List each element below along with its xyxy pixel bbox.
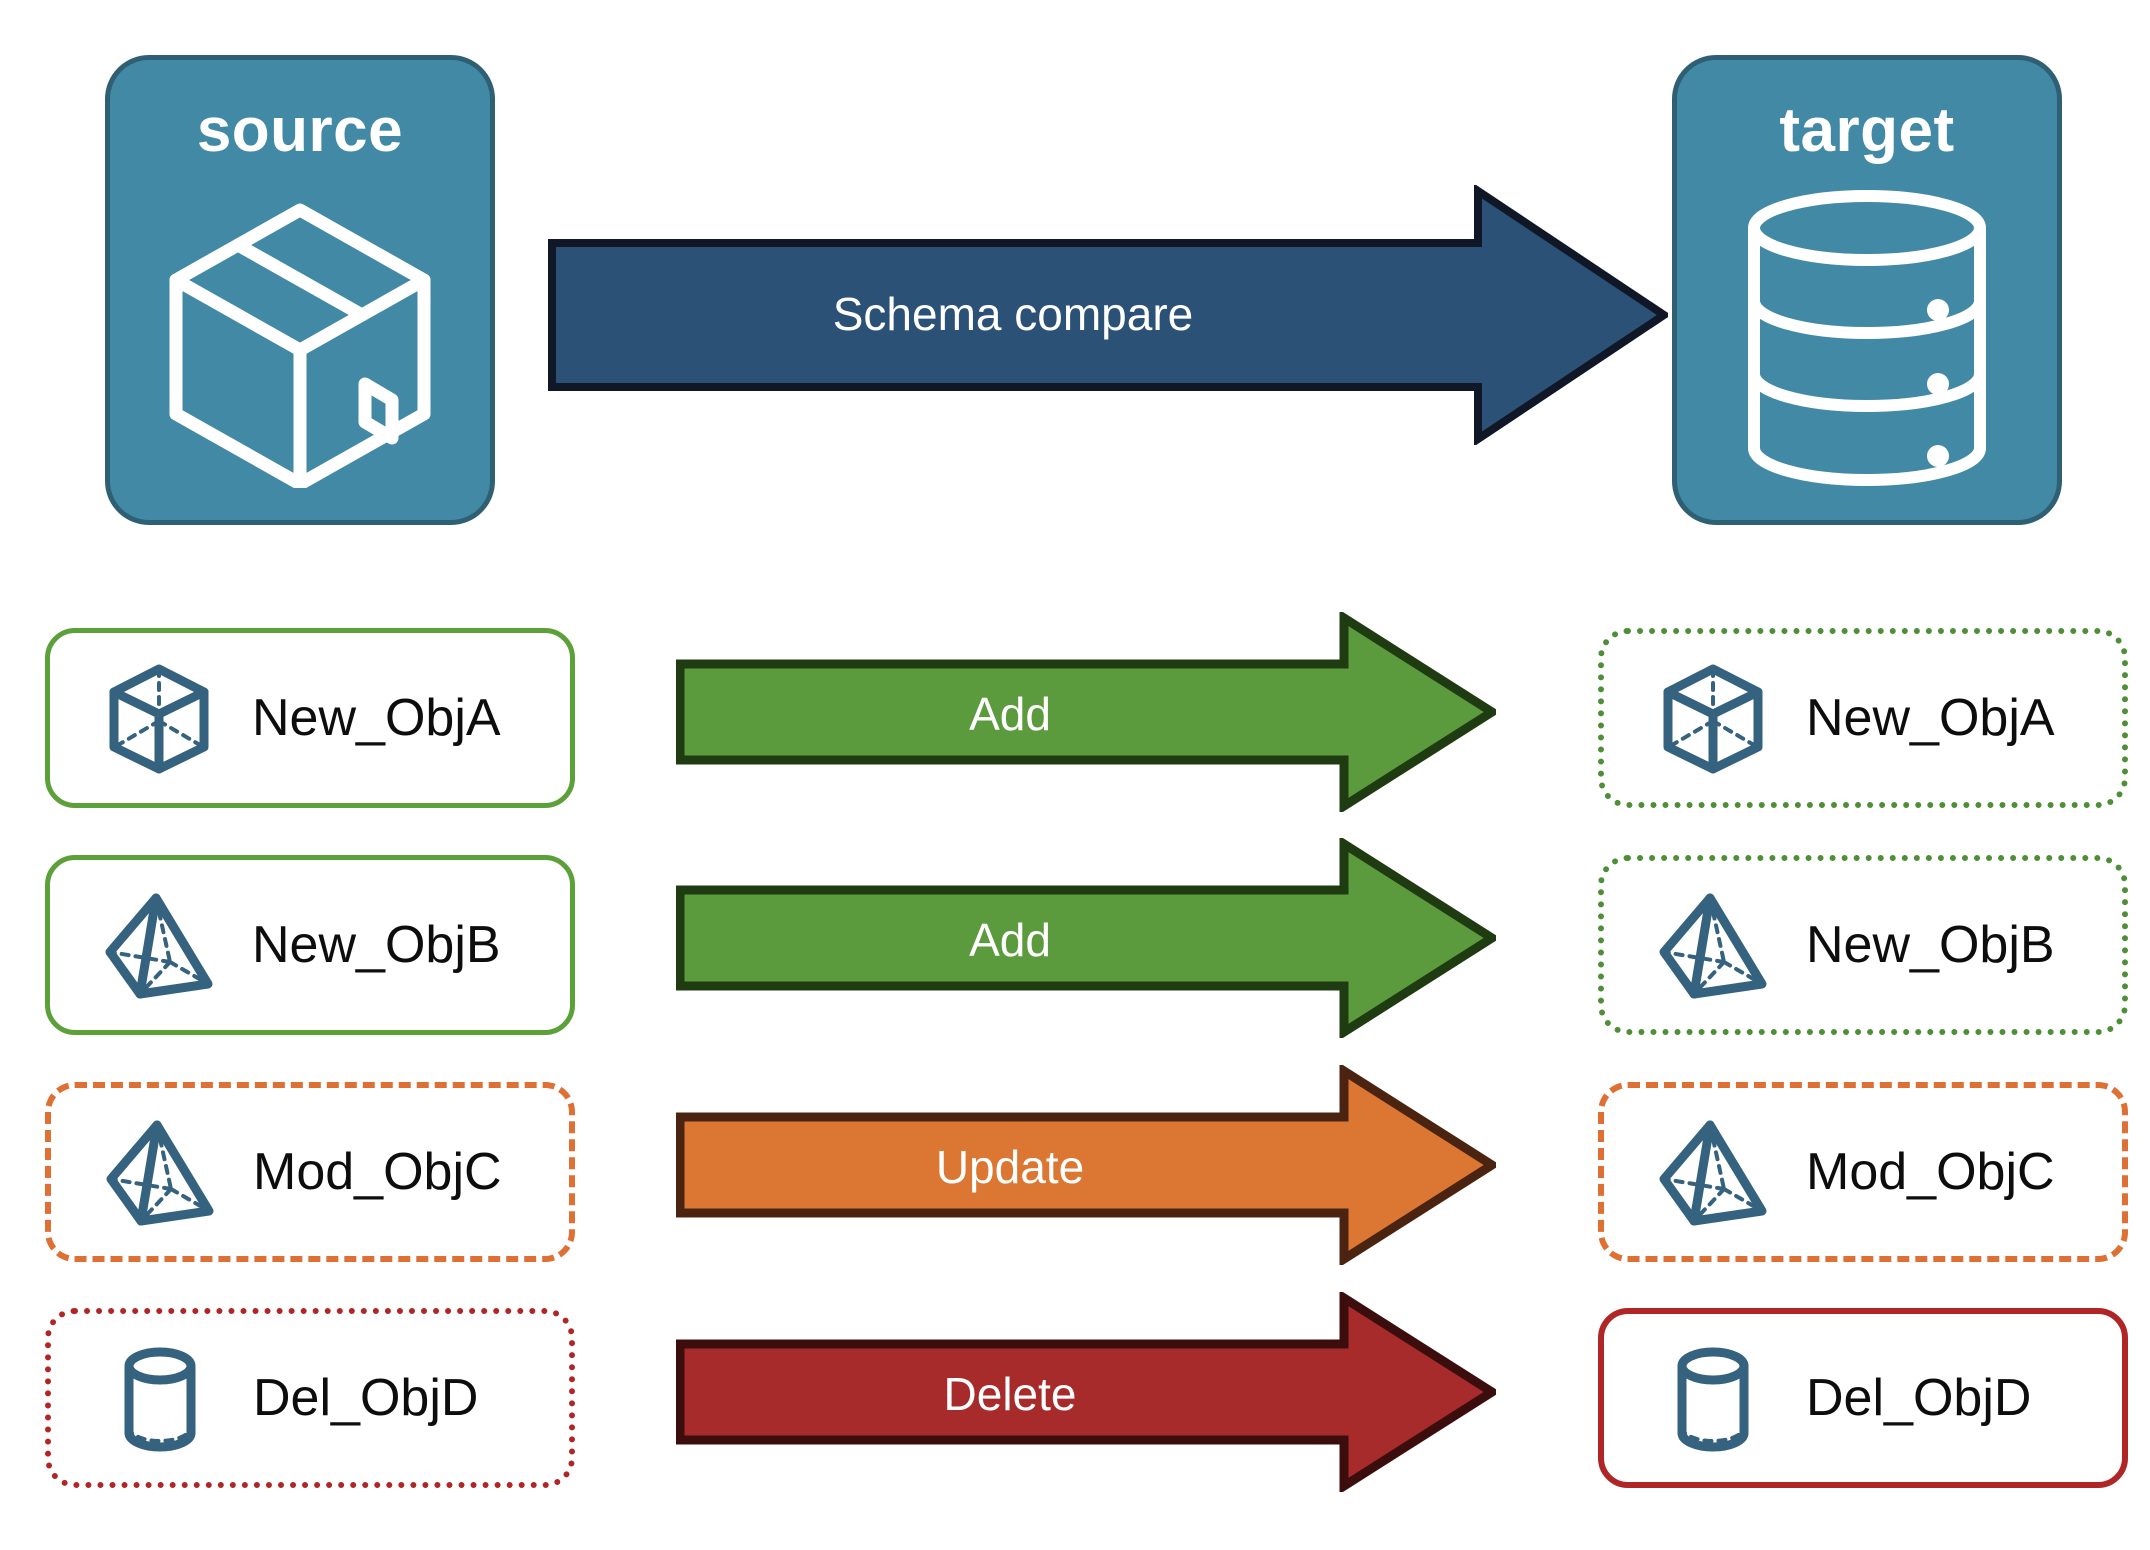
target-object-label-3: Del_ObjD bbox=[1806, 1369, 2032, 1427]
pyramid-wireframe-icon bbox=[1654, 886, 1772, 1004]
pyramid-wireframe-icon bbox=[1654, 1113, 1772, 1231]
source-object-label-2: Mod_ObjC bbox=[253, 1143, 502, 1201]
source-object-label-0: New_ObjA bbox=[252, 689, 501, 747]
pyramid-wireframe-icon bbox=[101, 1113, 219, 1231]
source-object-card-2[interactable]: Mod_ObjC bbox=[45, 1082, 575, 1262]
database-cylinder-icon bbox=[1742, 188, 1992, 493]
target-endpoint-title: target bbox=[1779, 96, 1955, 165]
source-endpoint-title: source bbox=[196, 96, 404, 165]
cylinder-icon bbox=[101, 1339, 219, 1457]
cylinder-icon bbox=[1654, 1339, 1772, 1457]
target-object-card-0[interactable]: New_ObjA bbox=[1598, 628, 2128, 808]
target-object-label-1: New_ObjB bbox=[1806, 916, 2055, 974]
package-box-icon bbox=[160, 188, 440, 493]
cube-wireframe-icon bbox=[100, 659, 218, 777]
cube-wireframe-icon bbox=[1654, 659, 1772, 777]
source-object-card-0[interactable]: New_ObjA bbox=[45, 628, 575, 808]
target-object-label-0: New_ObjA bbox=[1806, 689, 2055, 747]
source-object-card-3[interactable]: Del_ObjD bbox=[45, 1308, 575, 1488]
target-object-card-2[interactable]: Mod_ObjC bbox=[1598, 1082, 2128, 1262]
source-object-label-1: New_ObjB bbox=[252, 916, 501, 974]
action-arrow-3: Delete bbox=[675, 1289, 1501, 1495]
action-arrow-1: Add bbox=[675, 835, 1501, 1041]
pyramid-wireframe-icon bbox=[100, 886, 218, 1004]
action-arrow-2: Update bbox=[675, 1062, 1501, 1268]
target-endpoint-card[interactable]: target bbox=[1672, 55, 2062, 525]
schema-compare-arrow: Schema compare bbox=[548, 183, 1672, 447]
source-object-card-1[interactable]: New_ObjB bbox=[45, 855, 575, 1035]
target-object-card-3[interactable]: Del_ObjD bbox=[1598, 1308, 2128, 1488]
action-arrow-0: Add bbox=[675, 609, 1501, 815]
target-object-card-1[interactable]: New_ObjB bbox=[1598, 855, 2128, 1035]
source-object-label-3: Del_ObjD bbox=[253, 1369, 479, 1427]
target-object-label-2: Mod_ObjC bbox=[1806, 1143, 2055, 1201]
source-endpoint-card[interactable]: source bbox=[105, 55, 495, 525]
